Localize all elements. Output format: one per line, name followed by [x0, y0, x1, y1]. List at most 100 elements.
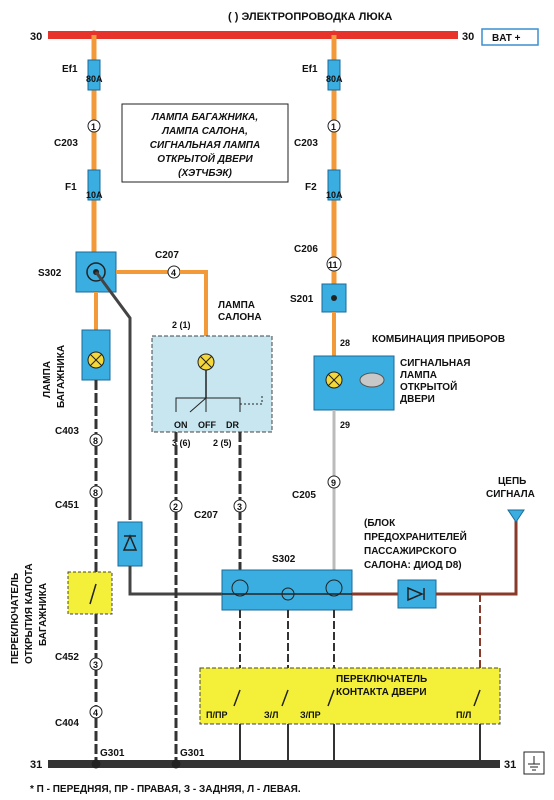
connector-c203-right: [327, 119, 341, 133]
splice-s302-bottom-label: S302: [272, 554, 296, 565]
svg-text:11: 11: [328, 260, 338, 270]
door-switch-pos1: П/ПР: [206, 710, 227, 720]
connector-c403-label: C403: [55, 426, 79, 437]
info-box-line1: ЛАМПА БАГАЖНИКА,: [151, 112, 258, 123]
hood-switch-label-line2: ОТКРЫТИЯ КАПОТА: [24, 563, 35, 664]
wire-to-signal: [436, 520, 518, 596]
fuse-ef1-left: [87, 59, 101, 91]
fuse-ef1-left-name: Ef1: [62, 64, 78, 75]
connector-c404-label: C404: [55, 718, 79, 729]
cabin-switch-on: ON: [174, 420, 188, 430]
wire-diode-to-s302-bottom: [128, 566, 222, 596]
svg-text:2: 2: [173, 502, 178, 512]
connector-c404-pin: 4: [93, 708, 98, 718]
connector-c203-left-label: C203: [54, 138, 78, 149]
cabin-switch-dr: DR: [226, 420, 239, 430]
door-lamp-label-line1: СИГНАЛЬНАЯ: [400, 358, 470, 369]
info-box: [121, 103, 289, 183]
fuse-f2-rating: 10A: [326, 190, 343, 200]
hood-switch: [67, 571, 113, 615]
fuse-block-line3: ПАССАЖИРСКОГО: [364, 546, 457, 557]
fuse-block-line1: (БЛОК: [364, 518, 396, 529]
fuse-ef1-left-rating: 80A: [86, 74, 103, 84]
ground-bus: [48, 760, 500, 768]
connector-c203-right-label: C203: [294, 138, 318, 149]
connector-c451-label: C451: [55, 500, 79, 511]
fuse-ef1-right: [327, 59, 341, 91]
ground-node-g301-right: [171, 759, 181, 769]
svg-text:3: 3: [237, 502, 242, 512]
connector-c404: [89, 705, 103, 719]
ground-left-number: 31: [30, 759, 42, 771]
bus-left-number: 30: [30, 31, 42, 43]
door-lamp-label-line4: ДВЕРИ: [400, 394, 435, 405]
ground-right-number: 31: [504, 759, 516, 771]
connector-c452-label: C452: [55, 652, 79, 663]
cluster-title: КОМБИНАЦИЯ ПРИБОРОВ: [372, 334, 505, 345]
cabin-lamp-label-line2: САЛОНА: [218, 312, 262, 323]
signal-arrow-icon: [507, 509, 525, 523]
trunk-lamp-label-line1: ЛАМПА: [42, 361, 53, 398]
battery-bus: [48, 31, 458, 39]
door-contact-switch: [199, 667, 501, 725]
connector-c451-pin: 8: [93, 488, 98, 498]
splice-s302-top-node: [86, 262, 106, 282]
cabin-lamp-pin-b2: 2 (5): [213, 438, 232, 448]
fuse-block-line2: ПРЕДОХРАНИТЕЛЕЙ: [364, 530, 467, 543]
splice-s201-label: S201: [290, 294, 314, 305]
connector-c403-pin: 8: [93, 436, 98, 446]
connector-c452: [89, 657, 103, 671]
splice-s302-top-label: S302: [38, 268, 62, 279]
fuse-f2: [327, 169, 341, 201]
door-lamp-label-line3: ОТКРЫТОЙ: [400, 380, 457, 393]
connector-c403: [89, 433, 103, 447]
cabin-switch-off: OFF: [198, 420, 216, 430]
fuse-block-line4: САЛОНА: ДИОД D8): [364, 560, 462, 571]
connector-c207-mid-label: C207: [194, 510, 218, 521]
door-switch-pos4: П/Л: [456, 710, 471, 720]
svg-text:1: 1: [331, 122, 336, 132]
connector-c207-top-label: C207: [155, 250, 179, 261]
hood-switch-label-line3: БАГАЖНИКА: [38, 583, 49, 646]
fuse-f1-rating: 10A: [86, 190, 103, 200]
fuse-ef1-right-name: Ef1: [302, 64, 318, 75]
door-switch-pos2: З/Л: [264, 710, 278, 720]
fuse-f1: [87, 169, 101, 201]
connector-c451: [89, 485, 103, 499]
hood-switch-label-line1: ПЕРЕКЛЮЧАТЕЛЬ: [10, 573, 21, 664]
info-box-line4: ОТКРЫТОЙ ДВЕРИ: [157, 152, 253, 165]
svg-text:9: 9: [331, 478, 336, 488]
connector-c206-label: C206: [294, 244, 318, 255]
connector-c205-label: C205: [292, 490, 316, 501]
fuse-ef1-right-rating: 80A: [326, 74, 343, 84]
door-switch-pos3: З/ПР: [300, 710, 321, 720]
door-switch-label-line2: КОНТАКТА ДВЕРИ: [336, 687, 427, 698]
door-lamp-label-line2: ЛАМПА: [400, 370, 437, 381]
door-switch-label-line1: ПЕРЕКЛЮЧАТЕЛЬ: [336, 674, 427, 685]
diagram-title: ( ) ЭЛЕКТРОПРОВОДКА ЛЮКА: [228, 11, 392, 23]
cabin-lamp-label-line1: ЛАМПА: [218, 300, 255, 311]
battery-label-box: [481, 28, 539, 46]
connector-c207-top-pin: 4: [171, 268, 176, 278]
fuse-f2-name: F2: [305, 182, 317, 193]
connector-c207-mid-pin3: [233, 499, 247, 513]
signal-label-line2: СИГНАЛА: [486, 489, 535, 500]
diode-d8: [397, 579, 437, 609]
cabin-lamp-pin-b1: 3 (6): [172, 438, 191, 448]
splice-s302-bottom: [221, 569, 353, 611]
info-box-line2: ЛАМПА САЛОНА,: [161, 126, 248, 137]
info-box-line5: (ХЭТЧБЭК): [178, 168, 232, 179]
connector-c203-left-pin: 1: [91, 122, 96, 132]
connector-c206: [326, 256, 342, 272]
bus-right-number: 30: [462, 31, 474, 43]
wire-s302-to-diode: [94, 271, 132, 520]
cabin-lamp-pin-top: 2 (1): [172, 320, 191, 330]
signal-label-line1: ЦЕПЬ: [498, 476, 526, 487]
cluster-pin-bottom: 29: [340, 420, 350, 430]
trunk-lamp-label-line2: БАГАЖНИКА: [56, 345, 67, 408]
connector-c205: [327, 475, 341, 489]
info-box-line3: СИГНАЛЬНАЯ ЛАМПА: [150, 140, 260, 151]
ground-g301-left-label: G301: [100, 748, 125, 759]
cabin-lamp-box: [151, 335, 273, 433]
